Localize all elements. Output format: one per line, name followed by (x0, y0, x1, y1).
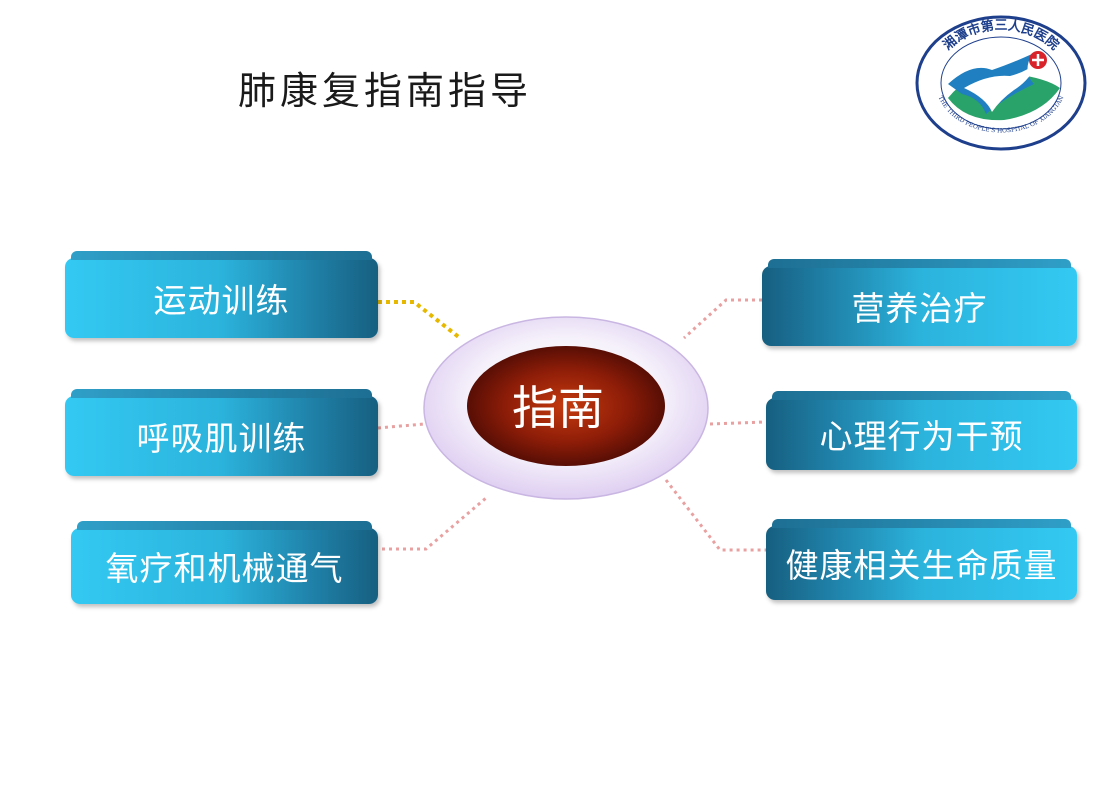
node-right-1[interactable]: 营养治疗 (762, 259, 1077, 346)
link-left-2 (377, 422, 425, 430)
link-right-3 (664, 479, 766, 552)
hospital-logo: 湘潭市第三人民医院 THE THIRD PEOPLE'S HOSPITAL OF… (915, 15, 1087, 151)
node-right-3[interactable]: 健康相关生命质量 (766, 519, 1077, 600)
node-label: 健康相关生命质量 (785, 546, 1058, 585)
node-left-2[interactable]: 呼吸肌训练 (65, 389, 378, 476)
link-right-2 (709, 420, 765, 426)
node-label: 氧疗和机械通气 (105, 549, 344, 588)
node-label: 营养治疗 (851, 289, 988, 328)
center-core (467, 346, 665, 466)
node-label: 运动训练 (153, 281, 290, 320)
link-right-1 (682, 298, 762, 340)
node-label: 呼吸肌训练 (136, 419, 307, 458)
node-left-1[interactable]: 运动训练 (65, 251, 378, 338)
page-title: 肺康复指南指导 (238, 69, 533, 113)
node-left-3[interactable]: 氧疗和机械通气 (71, 521, 378, 604)
node-label: 心理行为干预 (819, 417, 1024, 456)
node-right-2[interactable]: 心理行为干预 (766, 391, 1077, 470)
center-label: 指南 (512, 381, 604, 435)
link-left-1 (378, 300, 462, 340)
link-left-3 (382, 496, 487, 551)
